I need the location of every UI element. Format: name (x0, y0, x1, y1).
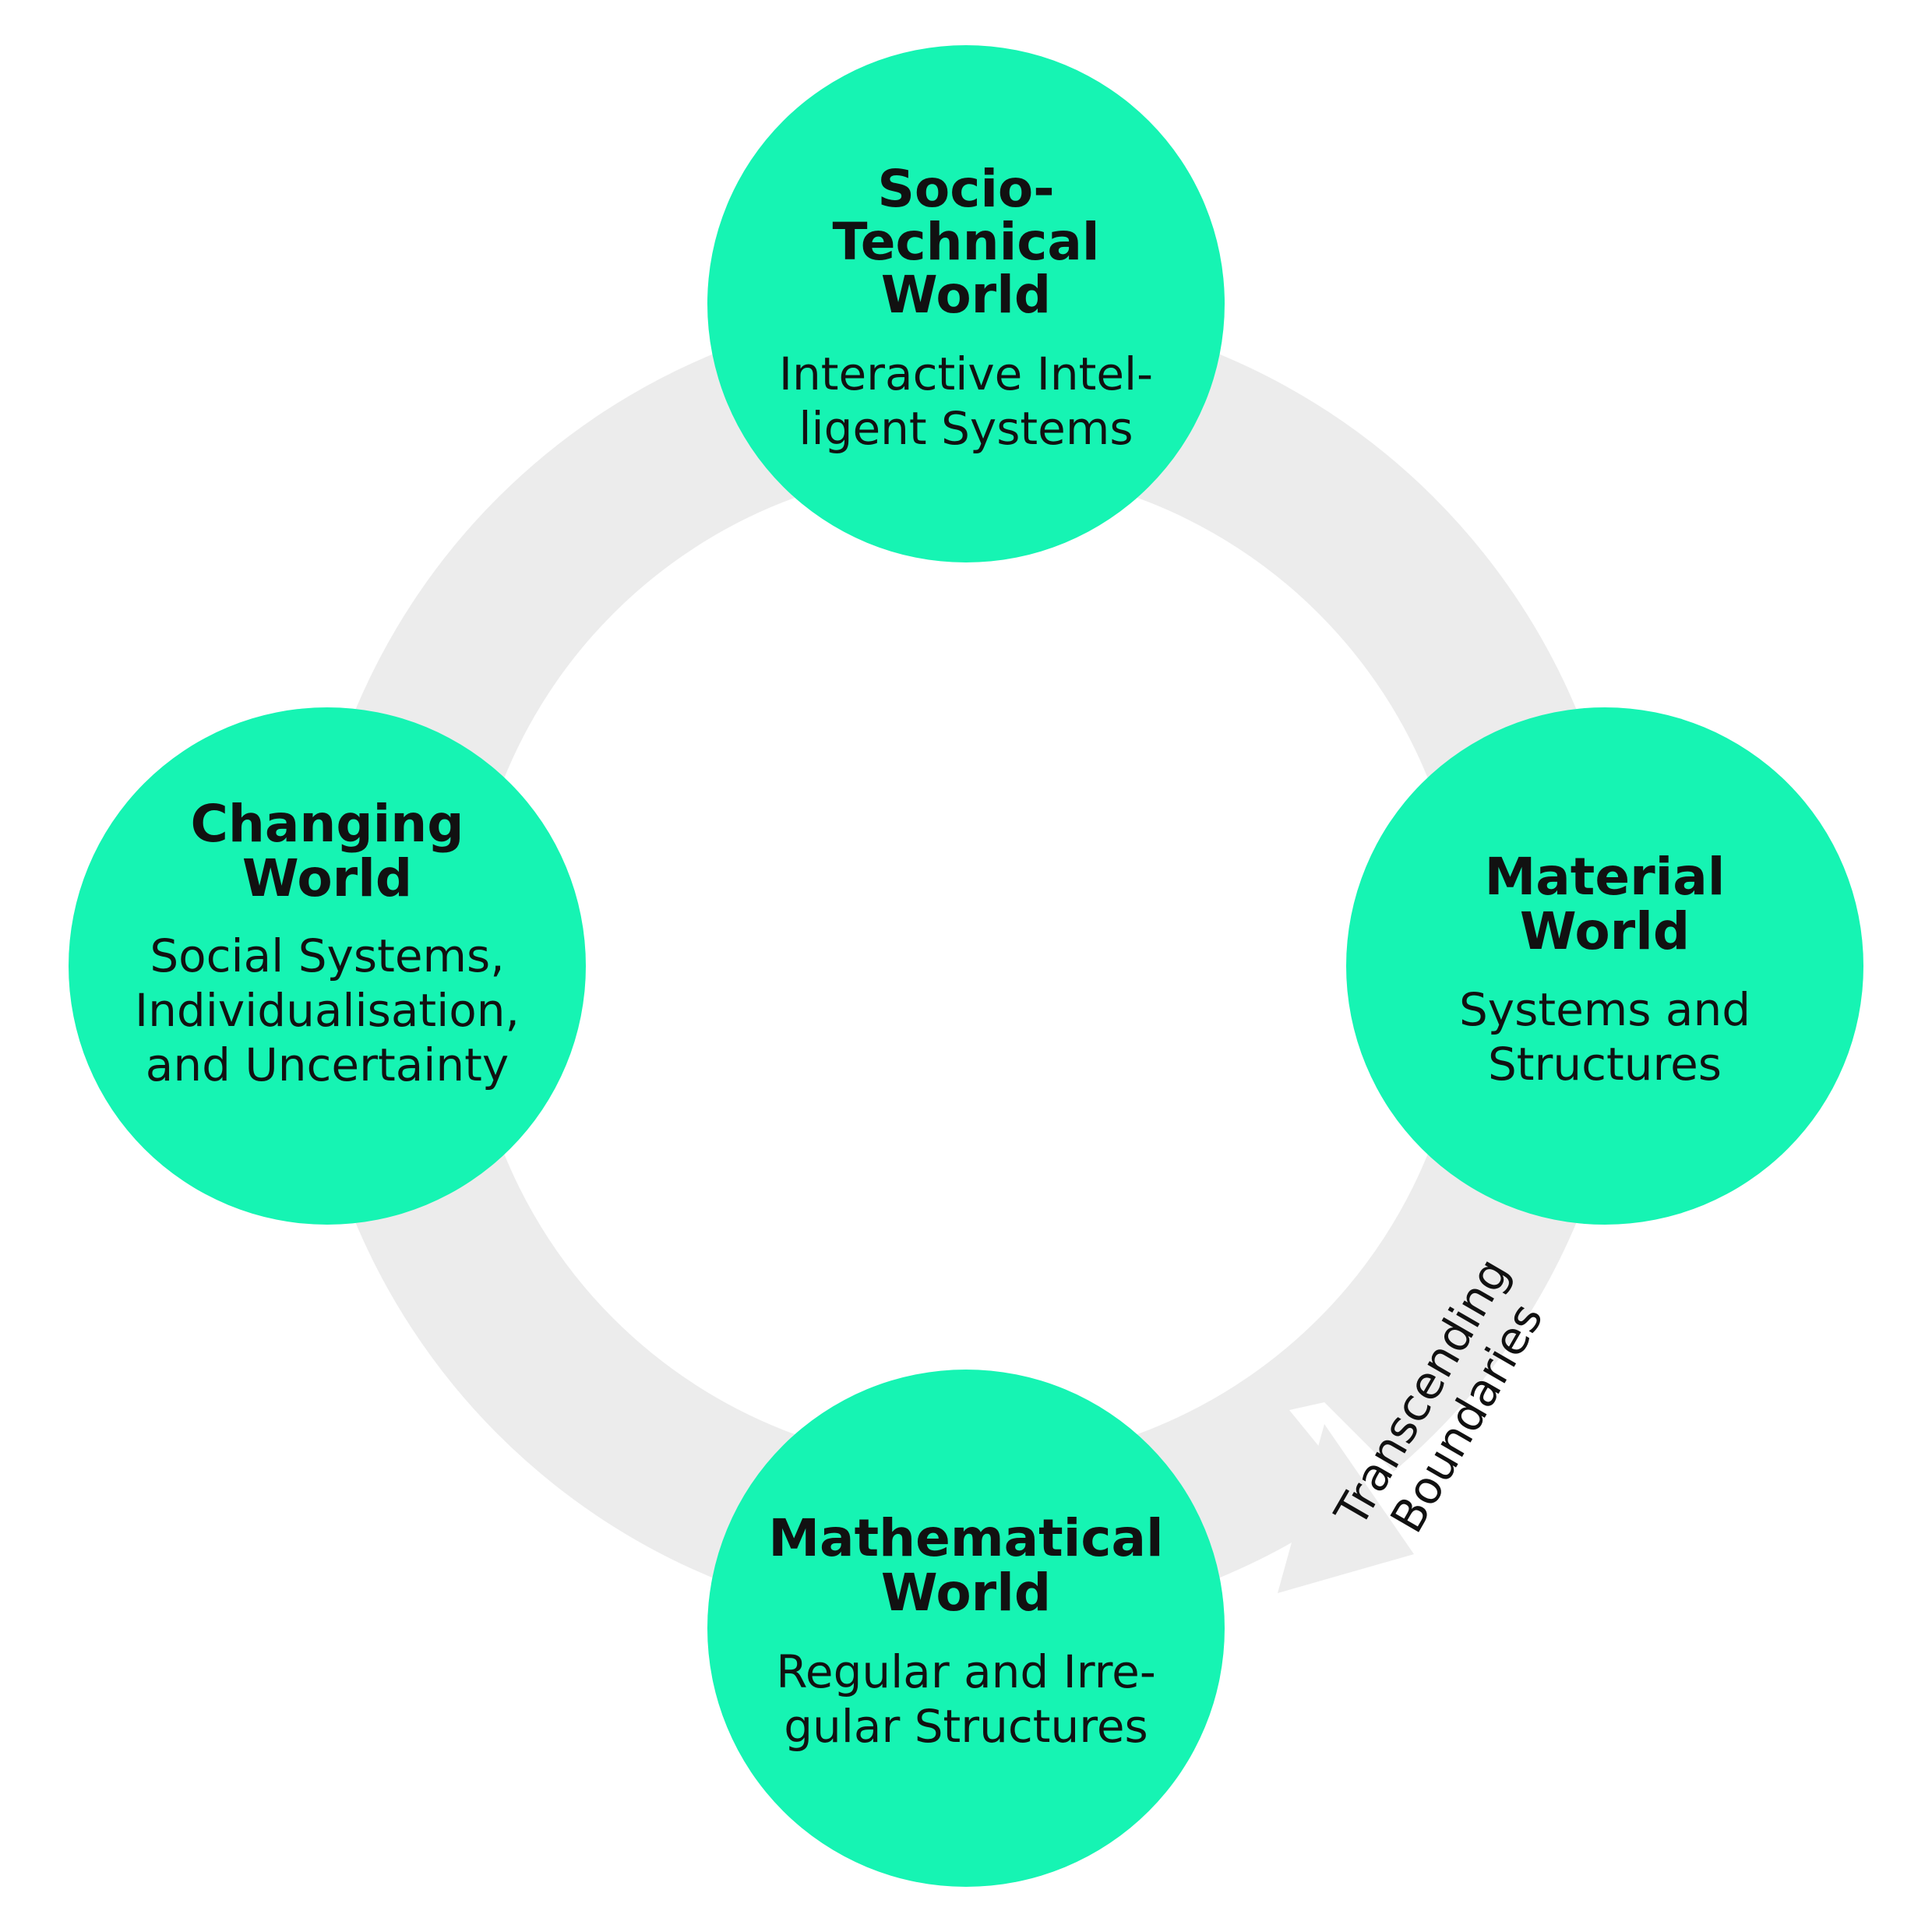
node-right-title-2: World (1520, 901, 1690, 961)
node-left-subtitle-3: and Uncertainty (146, 1038, 509, 1091)
node-left-title-1: Changing (190, 794, 464, 854)
node-socio-technical-world: Socio- Technical World Interactive Intel… (707, 45, 1225, 562)
node-bottom-title-1: Mathematical (768, 1508, 1163, 1568)
node-right-subtitle-2: Structures (1488, 1038, 1722, 1091)
node-top-subtitle-2: ligent Systems (799, 402, 1133, 455)
node-right-subtitle-1: Systems and (1459, 983, 1750, 1036)
node-material-world: Material World Systems and Structures (1346, 707, 1863, 1225)
node-top-title-3: World (881, 265, 1051, 325)
node-changing-world: Changing World Social Systems, Individua… (69, 707, 586, 1225)
node-mathematical-world: Mathematical World Regular and Irre- gul… (707, 1370, 1225, 1887)
node-top-title-2: Technical (832, 212, 1099, 272)
node-left-subtitle-2: Individualisation, (135, 984, 520, 1037)
node-right-title-1: Material (1485, 847, 1726, 907)
node-top-title-1: Socio- (877, 159, 1054, 219)
node-left-subtitle-1: Social Systems, (150, 929, 504, 982)
cycle-arrow-head (1278, 1424, 1414, 1593)
node-bottom-subtitle-1: Regular and Irre- (776, 1645, 1156, 1698)
node-bottom-title-2: World (881, 1563, 1051, 1623)
node-left-title-2: World (242, 848, 412, 908)
node-bottom-subtitle-2: gular Structures (784, 1700, 1148, 1753)
node-top-subtitle-1: Interactive Intel- (779, 347, 1153, 400)
